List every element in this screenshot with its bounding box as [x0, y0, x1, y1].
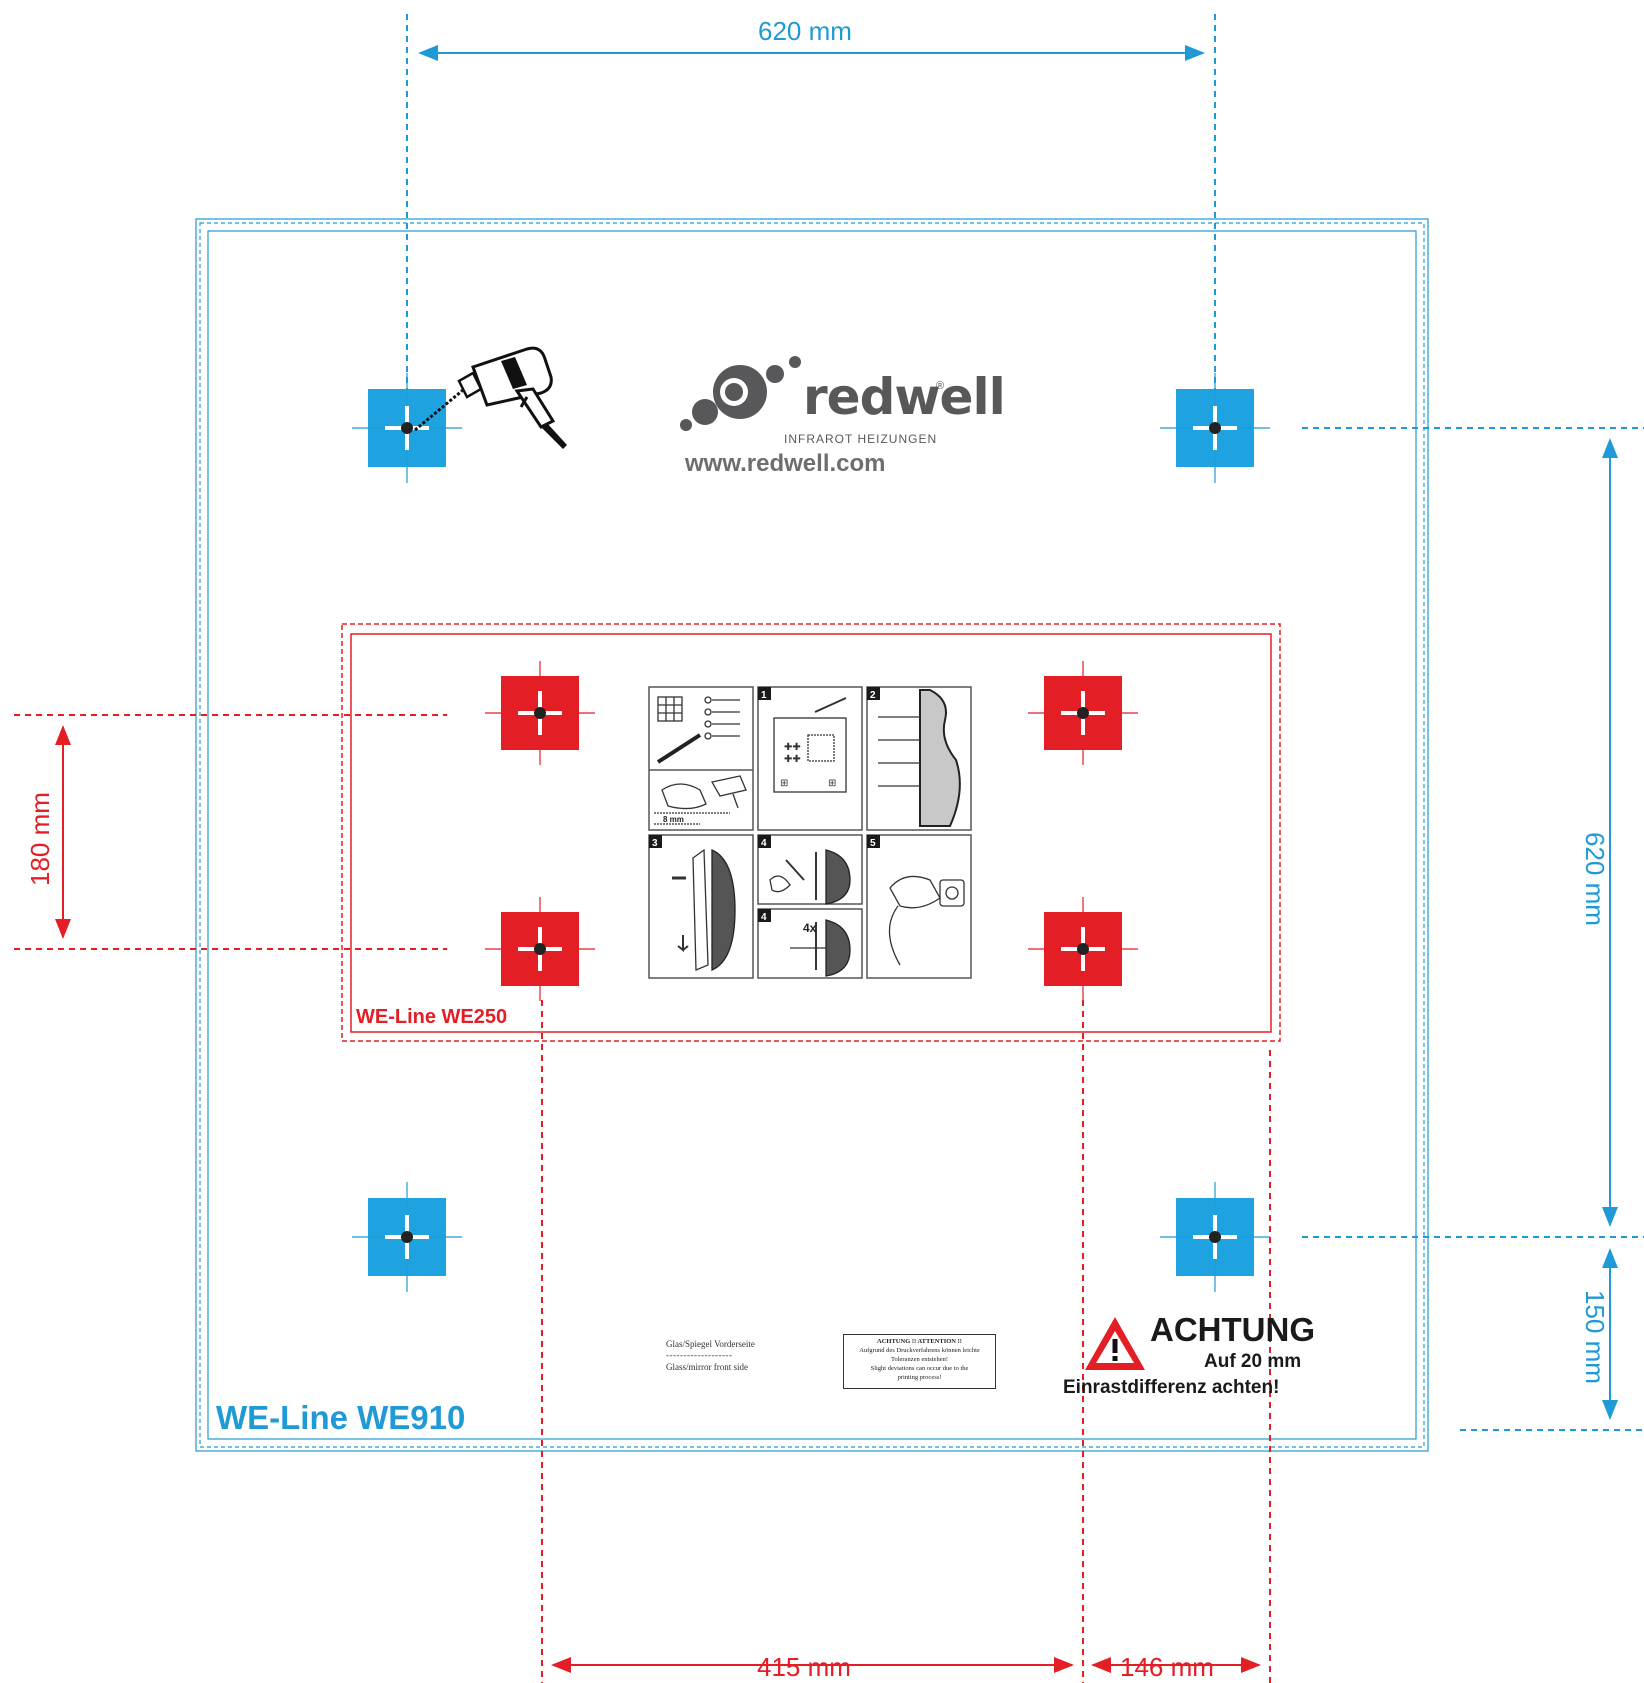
inner-panel-frame [341, 623, 1281, 1042]
instruction-sketches: ✚✚ ✚✚ ⊞ ⊞ [654, 689, 965, 977]
dimension-top-width: 620 mm [758, 16, 852, 46]
drill-size-label: 8 mm [663, 815, 684, 824]
svg-text:⊞: ⊞ [780, 778, 788, 789]
dimension-bottom-middle: 415 mm [757, 1652, 851, 1682]
step-number-2: 2 [870, 690, 876, 701]
glass-front-label-en: Glass/mirror front side [666, 1362, 748, 1372]
outer-model-label: WE-Line WE910 [216, 1399, 466, 1436]
warning-triangle-icon [1085, 1317, 1145, 1370]
warning-title: ACHTUNG [1150, 1311, 1315, 1348]
instruction-step-badges [649, 687, 880, 922]
blue-drill-marker-bottom-left [352, 1182, 462, 1292]
anchor-count-label: 4x [803, 921, 817, 935]
blue-drill-marker-top-left [352, 373, 462, 483]
brand-tagline: INFRAROT HEIZUNGEN [784, 432, 938, 446]
blue-guide-lines [406, 14, 1644, 1431]
glass-separator: ------------------- [666, 1350, 733, 1360]
svg-text:✚✚: ✚✚ [784, 754, 801, 765]
step-number-4b: 4 [761, 912, 767, 923]
blue-drill-marker-bottom-right [1160, 1182, 1270, 1292]
attention-notice-line-1: Aufgrund des Druckverfahrens können leic… [859, 1347, 980, 1354]
warning-line-1: Auf 20 mm [1204, 1351, 1302, 1372]
red-guide-lines [14, 714, 1271, 1683]
blue-drill-marker-top-right [1160, 373, 1270, 483]
instruction-cell-1 [757, 686, 863, 831]
step-number-3: 3 [652, 838, 658, 849]
step-number-1: 1 [761, 690, 767, 701]
attention-notice-box: ACHTUNG !! ATTENTION !! Aufgrund des Dru… [843, 1334, 996, 1389]
brand-url: www.redwell.com [685, 450, 886, 477]
attention-notice-line-3: Slight deviations can occur due to the [870, 1365, 969, 1372]
attention-notice-line-4: printing process! [897, 1374, 942, 1381]
step-number-5: 5 [870, 838, 876, 849]
dimension-right-bottom: 150 mm [1580, 1290, 1610, 1384]
red-drill-marker-bottom-left [485, 897, 595, 1001]
attention-notice-title: ACHTUNG !! ATTENTION !! [877, 1338, 962, 1345]
warning-line-2: Einrastdifferenz achten! [1063, 1377, 1280, 1398]
red-drill-marker-top-right [1028, 661, 1138, 765]
drill-icon [414, 346, 567, 449]
dimension-left-height: 180 mm [25, 792, 55, 886]
red-drill-marker-bottom-right [1028, 897, 1138, 1001]
svg-text:✚✚: ✚✚ [784, 742, 801, 753]
svg-text:⊞: ⊞ [828, 778, 836, 789]
brand-name: redwell [803, 368, 1006, 426]
inner-model-label: WE-Line WE250 [356, 1006, 508, 1028]
dimension-arrows [55, 45, 1618, 1673]
outer-panel-frame [195, 218, 1429, 1452]
step-number-4: 4 [761, 838, 767, 849]
glass-front-label-de: Glas/Spiegel Vorderseite [666, 1339, 755, 1349]
brand-registered-mark: ® [936, 380, 945, 392]
logo-bubbles-icon [680, 356, 801, 431]
red-drill-marker-top-left [485, 661, 595, 765]
attention-notice-line-2: Toleranzen entstehen! [890, 1356, 949, 1363]
dimension-bottom-right: 146 mm [1120, 1652, 1214, 1682]
dimension-right-height: 620 mm [1580, 832, 1610, 926]
